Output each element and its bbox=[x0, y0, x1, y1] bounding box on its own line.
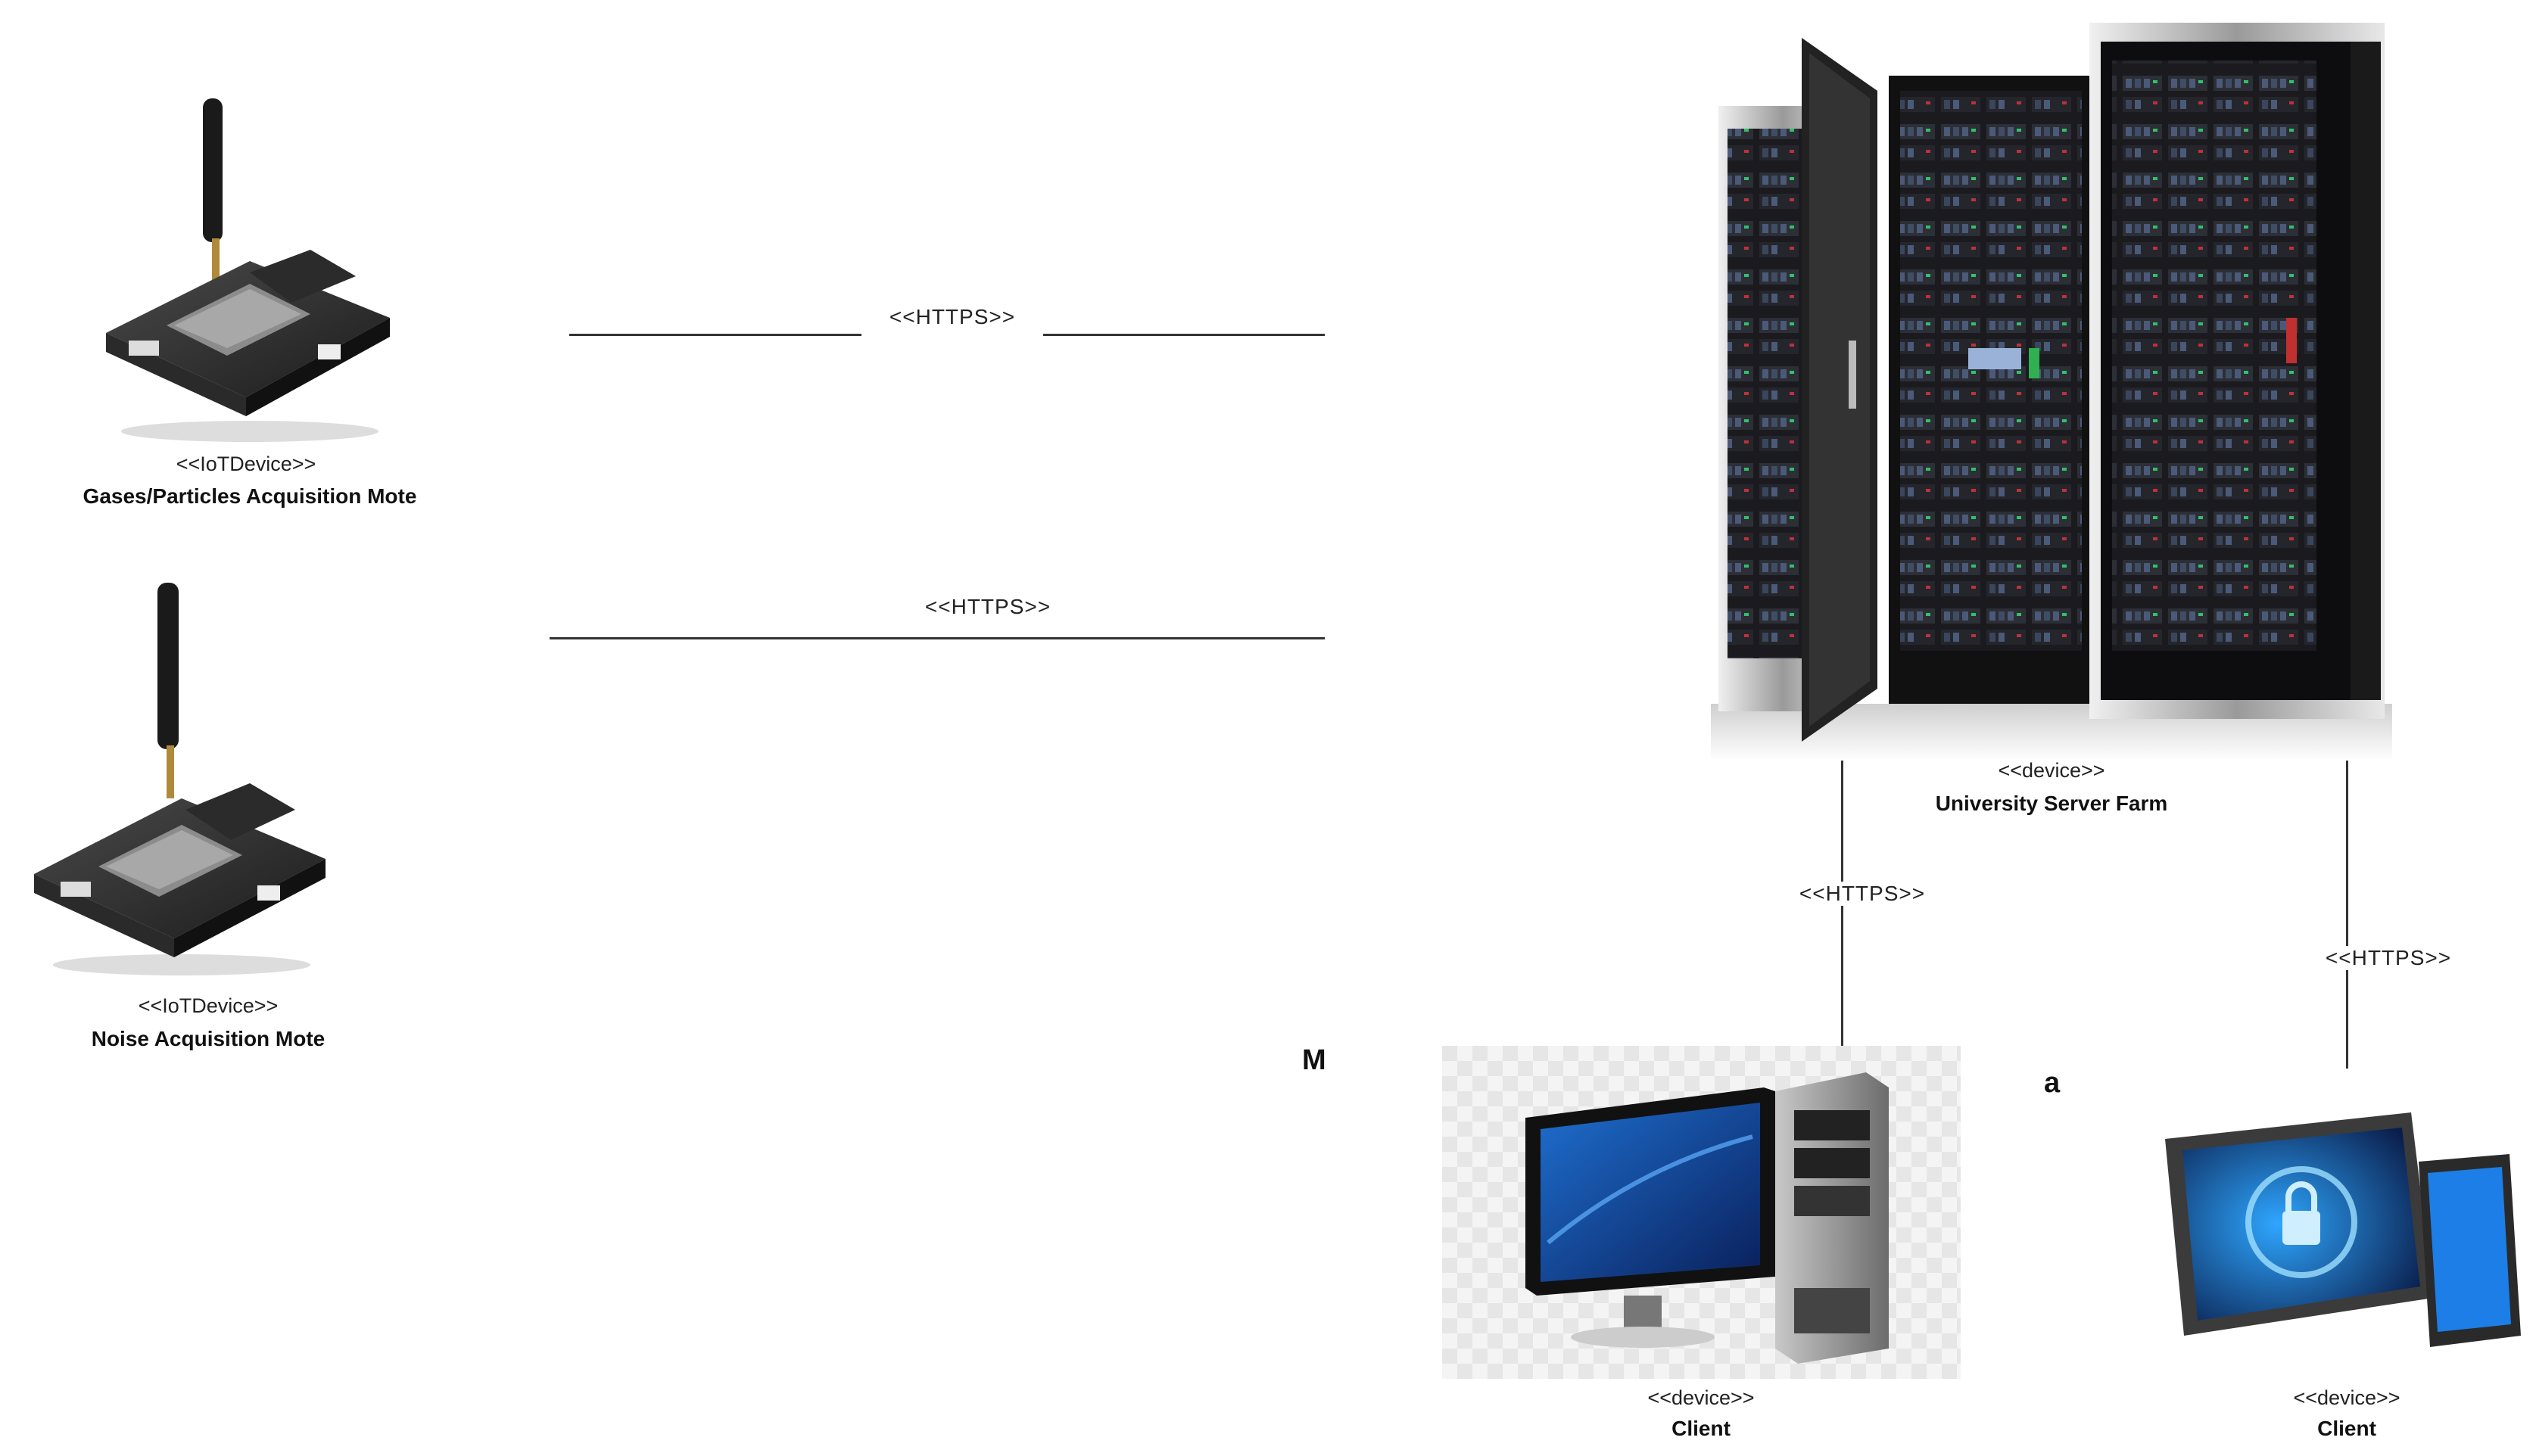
noise-connection-label: <<HTTPS>> bbox=[924, 595, 1051, 618]
mobile-connection-label: <<HTTPS>> bbox=[2313, 946, 2464, 970]
gas-mote-stereotype: <<IoTDevice>> bbox=[176, 453, 316, 475]
server-rack-icon bbox=[1711, 23, 2392, 761]
mobile-client-name: Client bbox=[2317, 1417, 2376, 1440]
gas-connection-line-right bbox=[1043, 334, 1325, 336]
desktop-client-name: Client bbox=[1671, 1417, 1731, 1440]
stray-letter-a: a bbox=[2044, 1067, 2061, 1099]
gas-mote-name: Gases/Particles Acquisition Mote bbox=[83, 484, 417, 508]
desktop-computer-icon bbox=[1442, 1046, 1961, 1379]
noise-mote-icon bbox=[34, 583, 326, 975]
gas-connection-label: <<HTTPS>> bbox=[889, 305, 1016, 328]
server-name: University Server Farm bbox=[1935, 792, 2168, 815]
server-stereotype: <<device>> bbox=[1998, 759, 2105, 782]
desktop-connection-label: <<HTTPS>> bbox=[1787, 882, 1938, 906]
noise-mote-stereotype: <<IoTDevice>> bbox=[138, 994, 279, 1017]
mobile-client-stereotype: <<device>> bbox=[2293, 1386, 2400, 1409]
noise-mote-name: Noise Acquisition Mote bbox=[91, 1027, 326, 1050]
noise-connection-line bbox=[550, 637, 1325, 639]
gas-connection-line-left bbox=[569, 334, 861, 336]
stray-letter-m: M bbox=[1302, 1044, 1326, 1076]
desktop-client-stereotype: <<device>> bbox=[1647, 1386, 1755, 1409]
gas-mote-icon bbox=[106, 98, 390, 442]
mobile-connection-line bbox=[2346, 758, 2348, 1069]
tablet-phone-icon bbox=[2165, 1112, 2521, 1347]
